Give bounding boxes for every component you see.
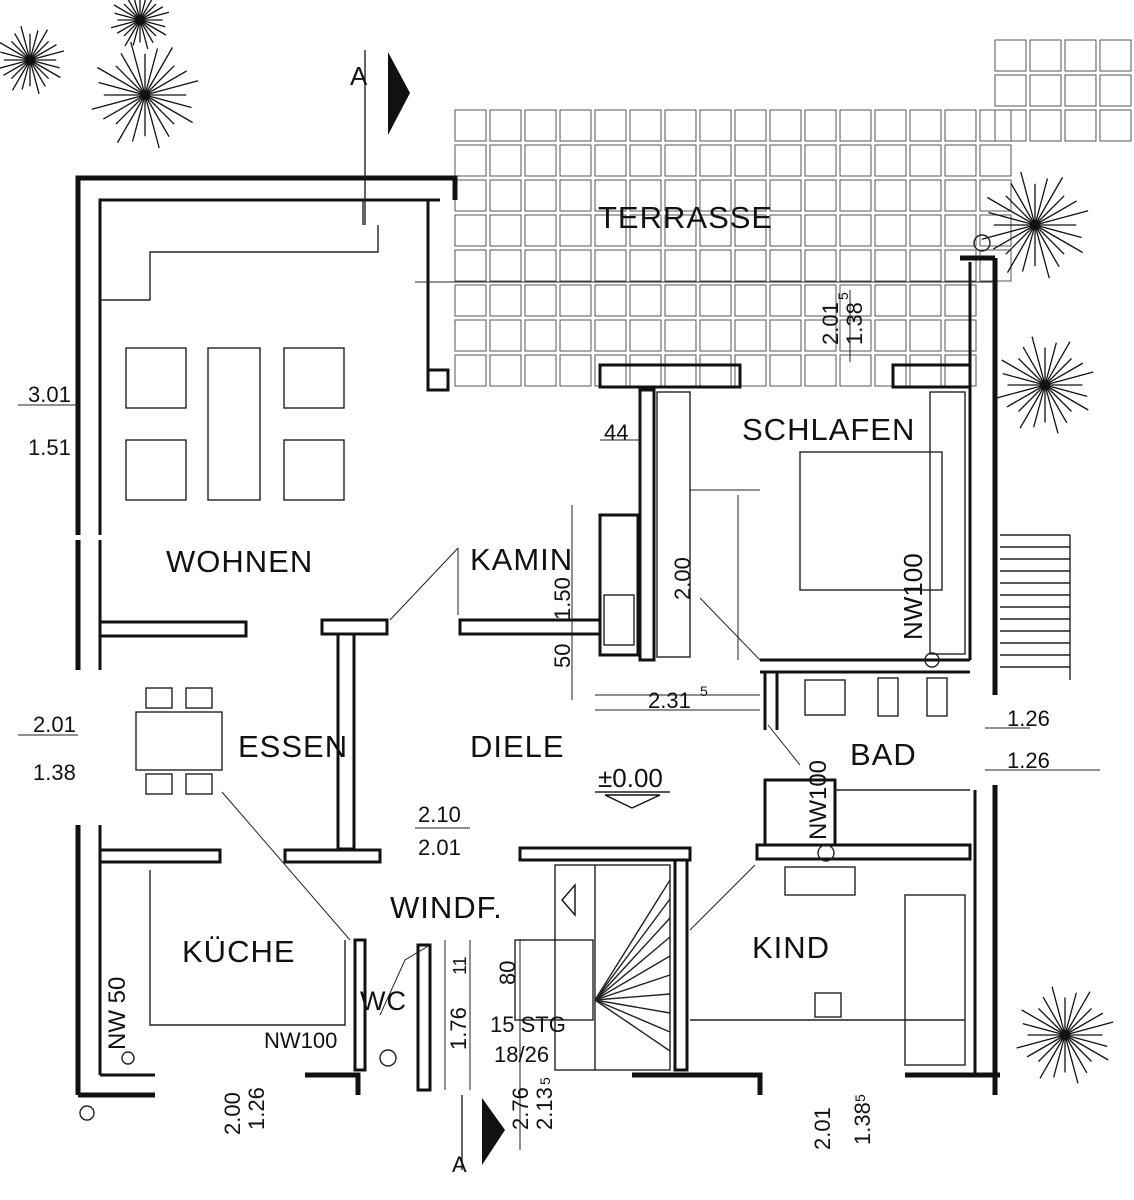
section-label-bottom: A (452, 1152, 467, 1177)
room-label-kamin: KAMIN (470, 542, 573, 577)
room-label-kind: KIND (752, 930, 830, 965)
terrace-tiles (454, 39, 1132, 387)
section-marker-bottom (461, 1095, 505, 1170)
dim-schlafen-200: 2.00 (670, 557, 695, 600)
level-label: ±0.00 (598, 763, 663, 793)
dim-kamin-50: 50 (550, 644, 575, 668)
leader-lines (221, 547, 801, 1016)
dim-nw100-bad: NW100 (805, 760, 832, 840)
dim-wc-11: 11 (450, 956, 470, 975)
dim-kamin-150: 1.50 (550, 577, 575, 620)
outer-walls (75, 175, 1000, 1098)
dim-terrace-sup: 5 (835, 292, 851, 300)
dim-bottom-276: 2.76 (508, 1087, 533, 1130)
dim-left-top-b: 1.51 (28, 435, 71, 460)
dim-nw100-schlafen: NW100 (898, 553, 928, 640)
dim-231-sup: 5 (700, 683, 708, 699)
dim-bottom-213: 2.13 (532, 1087, 557, 1130)
dim-nw50: NW 50 (104, 977, 131, 1050)
entry-steps (1000, 534, 1071, 680)
dim-right-b: 1.26 (1007, 748, 1050, 773)
dim-left-mid-a: 2.01 (33, 712, 76, 737)
dim-bottom-right-sup: 5 (852, 1094, 868, 1102)
room-label-kueche: KÜCHE (182, 934, 296, 969)
interior-walls (98, 200, 972, 1092)
dim-diele-a: 2.10 (418, 802, 461, 827)
dim-bottom-right-a: 2.01 (810, 1107, 835, 1150)
dim-stairs-count: 15 STG (490, 1012, 566, 1037)
dim-bottom-left-a: 2.00 (220, 1092, 245, 1135)
plant-symbols (0, 0, 1114, 1084)
dim-terrace-a: 2.01 (818, 302, 843, 345)
room-label-terrasse: TERRASSE (598, 200, 773, 235)
dimension-lines (18, 281, 1100, 1150)
dim-bottom-left-b: 1.26 (244, 1087, 269, 1130)
section-marker-top (364, 50, 410, 225)
dim-231: 2.31 (648, 688, 691, 713)
furniture (79, 234, 991, 1121)
section-label-top: A (350, 61, 368, 91)
dim-bottom-right-b: 1.38 (850, 1102, 875, 1145)
dim-diele-b: 2.01 (418, 835, 461, 860)
room-label-schlafen: SCHLAFEN (742, 412, 915, 447)
room-label-windf: WINDF. (390, 890, 503, 925)
room-label-diele: DIELE (470, 729, 565, 764)
room-label-wohnen: WOHNEN (166, 544, 313, 579)
dim-terrace-b: 1.38 (842, 302, 867, 345)
dim-right-a: 1.26 (1007, 706, 1050, 731)
room-label-bad: BAD (850, 737, 917, 772)
dim-bottom-213-sup: 5 (537, 1077, 553, 1085)
room-label-wc: WC (360, 986, 407, 1016)
dim-nw100-kueche: NW100 (264, 1028, 337, 1053)
level-marker (595, 791, 670, 809)
dim-wc-80: 80 (495, 961, 520, 985)
dim-stairs-ratio: 18/26 (494, 1042, 549, 1067)
dim-left-top-a: 3.01 (28, 382, 71, 407)
dim-wc-176: 1.76 (446, 1007, 471, 1050)
dim-left-mid-b: 1.38 (33, 760, 76, 785)
room-label-essen: ESSEN (238, 729, 348, 764)
dim-kamin-44: 44 (604, 420, 628, 445)
